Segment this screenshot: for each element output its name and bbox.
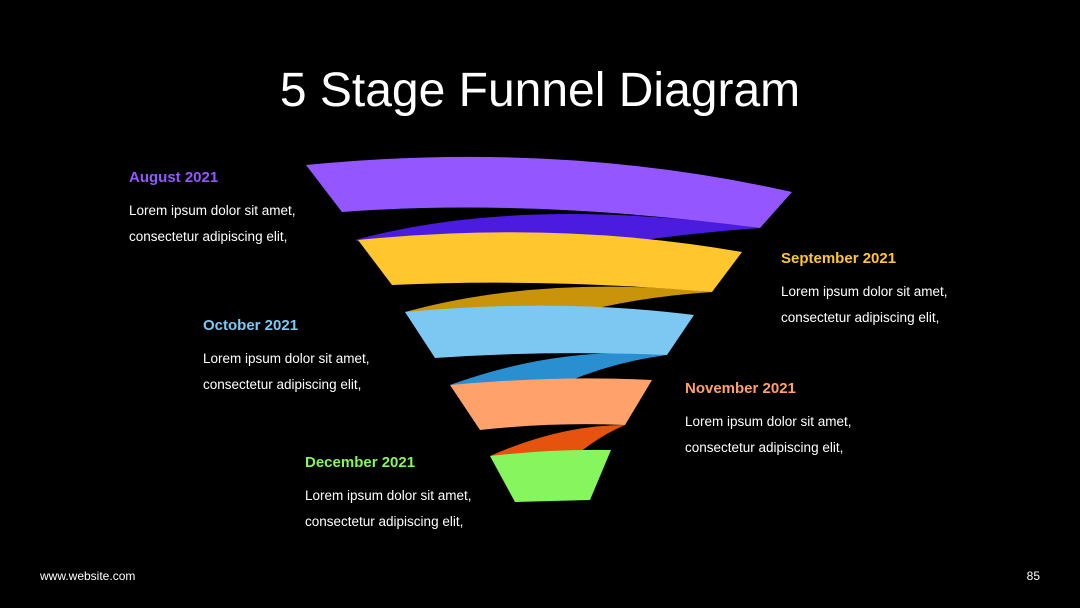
stage-3-body-line-2: consectetur adipiscing elit, <box>203 377 362 392</box>
stage-4-body-line-1: Lorem ipsum dolor sit amet, <box>685 414 852 429</box>
stage-1-body-line-1: Lorem ipsum dolor sit amet, <box>129 203 296 218</box>
funnel-stage-2-band <box>358 232 742 292</box>
stage-3-text: October 2021 Lorem ipsum dolor sit amet,… <box>203 316 503 398</box>
stage-1-body-line-2: consectetur adipiscing elit, <box>129 229 288 244</box>
stage-5-heading: December 2021 <box>305 454 416 471</box>
stage-3-heading: October 2021 <box>203 317 299 334</box>
stage-1-text: August 2021 Lorem ipsum dolor sit amet, … <box>129 168 429 250</box>
funnel-stage-5-band <box>490 449 611 502</box>
footer-website: www.website.com <box>40 569 136 583</box>
stage-2-body-line-1: Lorem ipsum dolor sit amet, <box>781 284 948 299</box>
stage-4-heading: November 2021 <box>685 380 796 397</box>
stage-4-text: November 2021 Lorem ipsum dolor sit amet… <box>685 379 985 461</box>
stage-4-body-line-2: consectetur adipiscing elit, <box>685 440 844 455</box>
stage-2-body-line-2: consectetur adipiscing elit, <box>781 310 940 325</box>
funnel-stage-3-band <box>405 305 694 358</box>
stage-2-text: September 2021 Lorem ipsum dolor sit ame… <box>781 249 1041 331</box>
funnel-stage-1-band <box>306 156 792 228</box>
stage-5-body-line-2: consectetur adipiscing elit, <box>305 514 464 529</box>
slide-title: 5 Stage Funnel Diagram <box>279 64 801 117</box>
stage-3-body-line-1: Lorem ipsum dolor sit amet, <box>203 351 370 366</box>
stage-1-heading: August 2021 <box>129 169 219 186</box>
funnel-stage-4-band <box>450 378 652 430</box>
footer-page-number: 85 <box>1026 569 1040 583</box>
stage-5-body-line-1: Lorem ipsum dolor sit amet, <box>305 488 472 503</box>
stage-2-heading: September 2021 <box>781 250 897 267</box>
stage-5-text: December 2021 Lorem ipsum dolor sit amet… <box>305 453 605 535</box>
